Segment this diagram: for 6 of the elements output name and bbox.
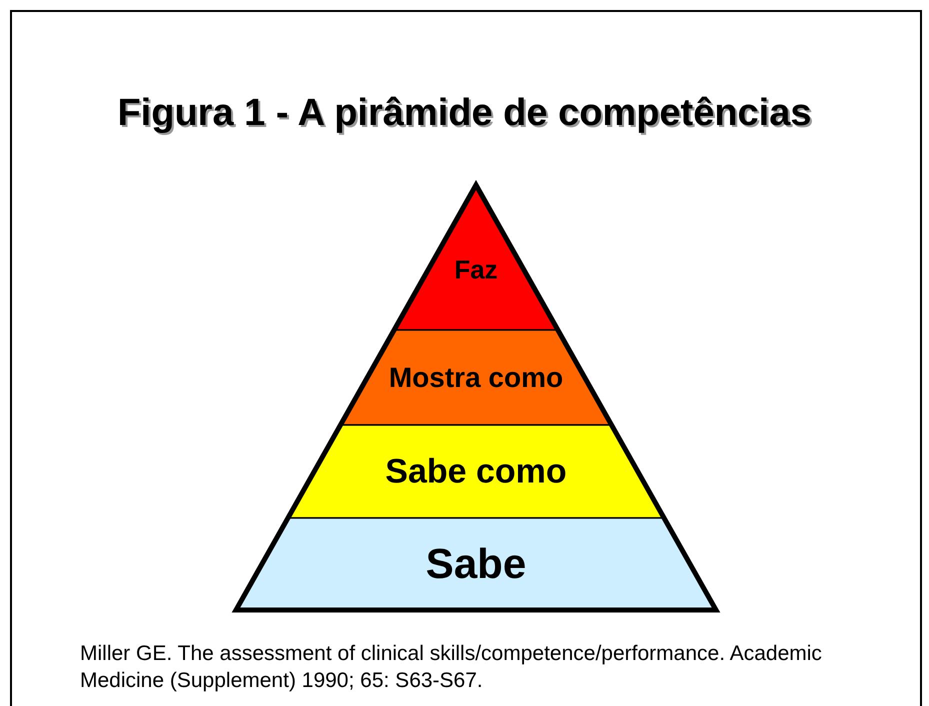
citation-text: Miller GE. The assessment of clinical skills/competence/performance. Academic Medicine (Supplement) 1990; 65: S63-S67. — [80, 641, 823, 694]
slide-title: Figura 1 - A pirâmide de competências — [116, 92, 813, 135]
level-label: Mostra como — [388, 362, 564, 394]
level-label: Sabe — [426, 540, 526, 588]
level-label: Sabe como — [385, 452, 567, 491]
level-label: Faz — [454, 254, 498, 285]
